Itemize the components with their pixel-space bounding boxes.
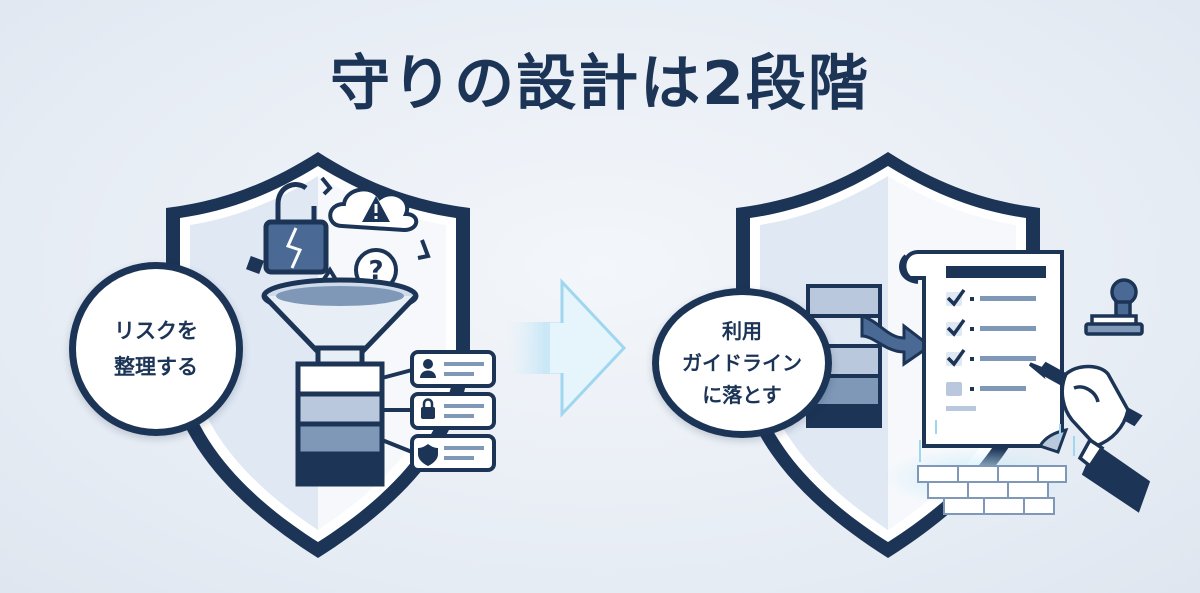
shield-card-icon [410, 434, 496, 472]
warning-cloud-icon [328, 187, 419, 233]
arrow-right-icon [860, 313, 933, 367]
step-2-bubble: 利用 ガイドライン に落とす [652, 288, 832, 438]
stamp-icon [1084, 278, 1144, 336]
broken-lock-icon [263, 182, 329, 275]
step-1-line-2: 整理する [114, 355, 198, 379]
stack-icon [295, 361, 385, 487]
user-card-icon [410, 350, 496, 388]
pen-hand-icon [1028, 361, 1151, 513]
step-1-bubble: リスクを 整理する [69, 262, 243, 436]
svg-text:?: ? [368, 256, 383, 286]
funnel-icon [261, 277, 419, 367]
lock-card-icon [410, 392, 496, 430]
step-2-line-2: ガイドライン [682, 351, 802, 375]
step-2-line-3: に落とす [702, 383, 782, 407]
checklist-icon [946, 288, 1036, 411]
arrow-right-icon [506, 278, 627, 418]
page-title: 守りの設計は2段階 [330, 49, 870, 119]
step-1-line-1: リスクを [114, 319, 198, 343]
brick-wall-icon [917, 465, 1067, 515]
step-2-line-1: 利用 [722, 319, 762, 343]
document-icon [899, 250, 1069, 454]
